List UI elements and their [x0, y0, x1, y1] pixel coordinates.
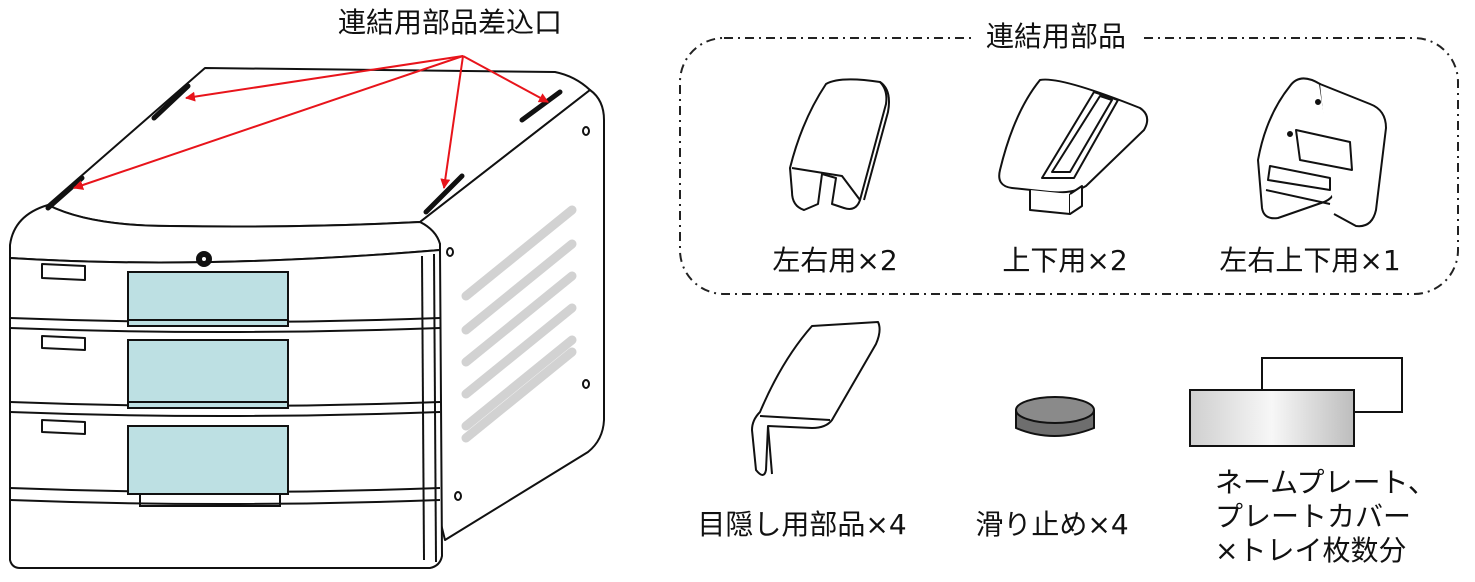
nameplate-label-line: プレートカバー	[1215, 500, 1412, 533]
slot-front-right	[423, 173, 465, 215]
left-right-label: 左右用×2	[772, 244, 898, 277]
nameplate-label: ネームプレート、 プレートカバー ×トレイ枚数分	[1215, 466, 1436, 568]
slot-label: 連結用部品差込口	[338, 6, 563, 39]
tray-front	[127, 425, 289, 495]
name-plate	[1189, 389, 1355, 447]
all-direction-connector	[1257, 77, 1387, 228]
connector-group-title: 連結用部品	[972, 20, 1141, 54]
side-vents	[461, 205, 577, 443]
top-bottom-label: 上下用×2	[1002, 244, 1128, 277]
slot-back-right	[519, 89, 563, 123]
blind-label: 目隠し用部品×4	[697, 508, 907, 541]
slot-back-left	[151, 83, 191, 121]
tray-front	[127, 271, 289, 327]
blind-piece	[751, 321, 881, 476]
all-direction-label: 左右上下用×1	[1219, 244, 1401, 277]
nameplate-label-line: ネームプレート、	[1215, 466, 1436, 499]
left-right-connector	[789, 78, 890, 211]
nonslip-label: 滑り止め×4	[975, 508, 1129, 541]
top-bottom-connector	[998, 78, 1149, 215]
nonslip-pad	[1015, 396, 1095, 437]
tray-windows	[127, 271, 289, 507]
callout-arrows	[73, 55, 549, 190]
name-plates	[1189, 357, 1403, 447]
tray-front	[127, 339, 289, 409]
nameplate-label-line: ×トレイ枚数分	[1215, 534, 1407, 567]
